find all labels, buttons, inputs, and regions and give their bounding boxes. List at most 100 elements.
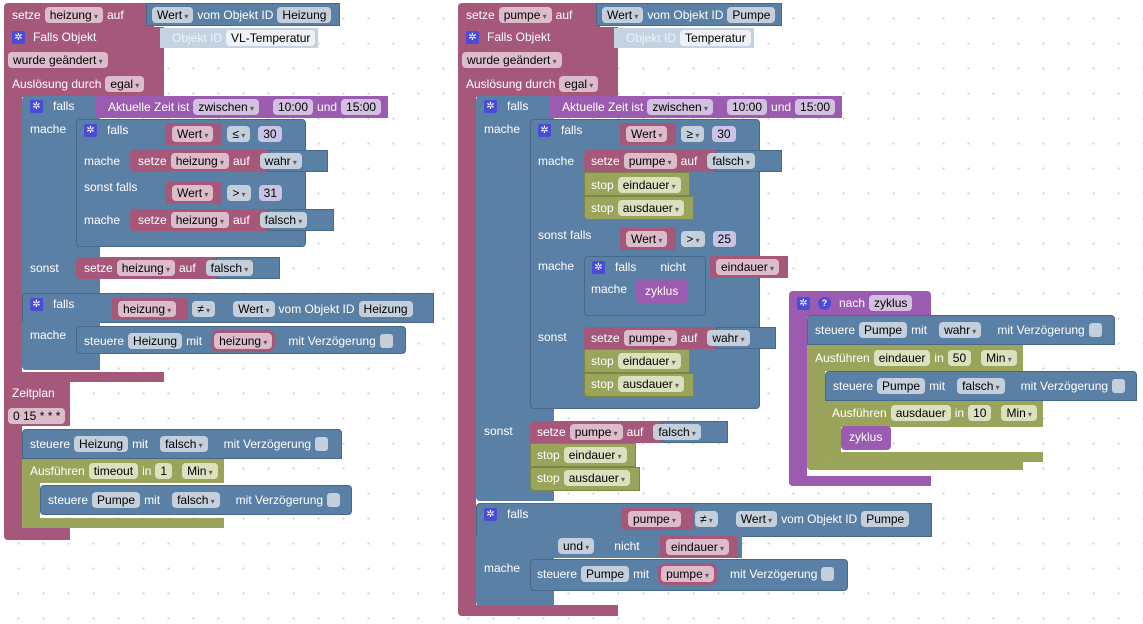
delay-checkbox[interactable] [821,567,835,581]
object-id-value[interactable]: Temperatur [680,30,751,46]
timeout-name-field[interactable]: timeout [88,463,139,479]
object-id-field[interactable]: Pumpe [861,511,910,527]
delay-checkbox[interactable] [379,334,393,348]
object-field[interactable]: Pumpe [581,566,630,582]
ausloesung-dropdown[interactable]: egal [559,76,599,92]
timer-dropdown[interactable]: eindauer [563,447,627,463]
bool-dropdown[interactable]: wahr [939,322,982,338]
call-zyklus-block[interactable] [841,426,891,450]
var-dropdown[interactable]: pumpe [498,7,552,23]
bool-dropdown[interactable]: falsch [957,378,1005,394]
wert-dropdown[interactable]: Wert [735,511,778,527]
var-dropdown[interactable]: eindauer [716,259,779,275]
unit-dropdown[interactable]: Min [182,463,218,479]
operator-dropdown[interactable]: ≠ [694,511,718,527]
function-name-field[interactable]: zyklus [869,295,913,311]
number-field[interactable]: 31 [258,185,282,201]
gear-icon[interactable]: ✲ [797,296,810,310]
timer-dropdown[interactable]: ausdauer [563,470,630,486]
ausloesung-dropdown[interactable]: egal [105,76,145,92]
var-dropdown[interactable]: pumpe [623,330,677,346]
timeout-value-field[interactable]: 1 [155,463,173,479]
var-dropdown[interactable]: heizung [170,153,229,169]
object-id-field[interactable]: Heizung [277,7,332,23]
timeout-name-field[interactable]: ausdauer [890,405,951,421]
var-dropdown[interactable]: eindauer [666,539,729,555]
gear-icon[interactable]: ✲ [12,30,25,44]
timer-dropdown[interactable]: ausdauer [617,200,684,216]
time-from-field[interactable]: 10:00 [272,99,314,115]
timeout-value-field[interactable]: 50 [947,350,972,366]
cron-field[interactable]: 0 15 * * * [8,408,66,424]
operator-dropdown[interactable]: > [681,231,705,247]
var-dropdown[interactable]: heizung [118,301,177,317]
gear-icon[interactable]: ✲ [30,99,43,113]
time-mode-dropdown[interactable]: zwischen [647,99,713,115]
bool-dropdown[interactable]: falsch [172,492,220,508]
var-dropdown[interactable]: pumpe [628,511,681,527]
call-zyklus-block[interactable] [636,279,688,303]
var-dropdown[interactable]: heizung [170,212,229,228]
number-field[interactable]: 30 [712,126,736,142]
timer-dropdown[interactable]: eindauer [617,353,681,369]
delay-checkbox[interactable] [315,437,329,451]
number-field[interactable]: 25 [712,231,736,247]
object-field[interactable]: Pumpe [859,322,908,338]
number-field[interactable]: 30 [258,126,282,142]
gear-icon[interactable]: ✲ [538,123,551,137]
object-id-field[interactable]: Pumpe [727,7,776,23]
object-field[interactable]: Heizung [128,333,183,349]
condition-dropdown[interactable]: wurde geändert [8,52,108,68]
time-mode-dropdown[interactable]: zwischen [193,99,259,115]
gear-icon[interactable]: ✲ [30,297,43,311]
gear-icon[interactable]: ✲ [466,30,479,44]
wert-dropdown[interactable]: Wert [152,7,194,23]
var-dropdown[interactable]: pumpe [623,153,677,169]
condition-dropdown[interactable]: wurde geändert [462,52,562,68]
object-field[interactable]: Pumpe [92,492,141,508]
operator-dropdown[interactable]: > [227,185,251,201]
unit-dropdown[interactable]: Min [1001,405,1038,421]
bool-dropdown[interactable]: wahr [707,330,750,346]
unit-dropdown[interactable]: Min [981,350,1017,366]
timer-dropdown[interactable]: ausdauer [617,376,684,392]
bool-dropdown[interactable]: falsch [259,212,308,228]
timeout-value-field[interactable]: 10 [968,405,992,421]
bool-dropdown[interactable]: falsch [707,153,755,169]
var-dropdown[interactable]: heizung [116,260,175,276]
gear-icon[interactable]: ✲ [84,123,97,137]
time-to-field[interactable]: 15:00 [341,99,382,115]
var-dropdown[interactable]: pumpe [658,563,718,585]
time-to-field[interactable]: 15:00 [795,99,836,115]
var-dropdown[interactable]: pumpe [569,424,623,440]
timer-dropdown[interactable]: eindauer [617,177,681,193]
operator-dropdown[interactable]: ≥ [681,126,705,142]
help-icon[interactable]: ? [818,296,831,310]
gear-icon[interactable]: ✲ [592,260,605,274]
object-field[interactable]: Heizung [74,436,129,452]
delay-checkbox[interactable] [1112,379,1126,393]
timeout-name-field[interactable]: eindauer [873,350,931,366]
wert-dropdown[interactable]: Wert [602,7,644,23]
object-field[interactable]: Pumpe [877,378,926,394]
bool-dropdown[interactable]: falsch [160,436,208,452]
bool-dropdown[interactable]: falsch [205,260,254,276]
object-id-field[interactable]: Heizung [358,301,413,317]
logic-dropdown[interactable]: und [558,538,595,554]
delay-checkbox[interactable] [1088,323,1102,337]
compare-var-dropdown[interactable]: Wert [172,185,214,201]
bool-dropdown[interactable]: falsch [653,424,701,440]
compare-var-dropdown[interactable]: Wert [626,126,668,142]
wert-dropdown[interactable]: Wert [233,301,275,317]
var-dropdown[interactable]: heizung [211,330,276,352]
compare-var-dropdown[interactable]: Wert [626,231,668,247]
time-from-field[interactable]: 10:00 [726,99,768,115]
var-dropdown[interactable]: heizung [44,7,103,23]
operator-dropdown[interactable]: ≤ [227,126,251,142]
gear-icon[interactable]: ✲ [484,507,497,521]
bool-dropdown[interactable]: wahr [259,153,302,169]
delay-checkbox[interactable] [327,493,341,507]
compare-var-dropdown[interactable]: Wert [172,126,214,142]
object-id-value[interactable]: VL-Temperatur [226,30,316,46]
operator-dropdown[interactable]: ≠ [192,301,216,317]
